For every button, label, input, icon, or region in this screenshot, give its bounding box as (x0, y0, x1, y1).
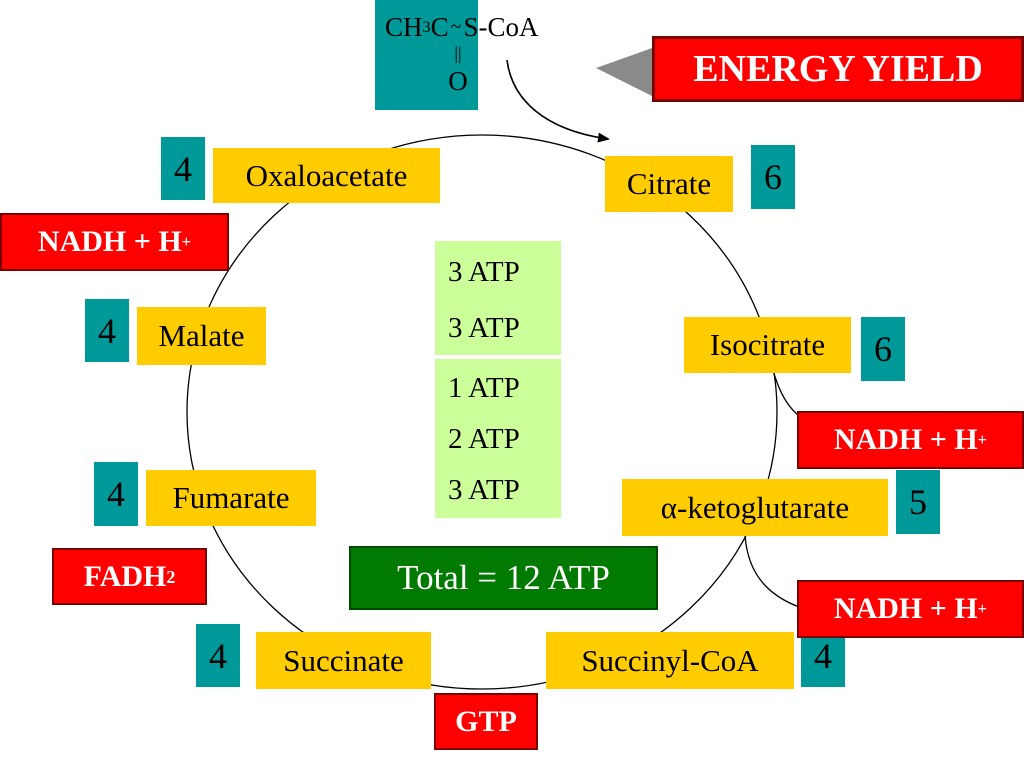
atp-yield-1: 3 ATP (448, 256, 520, 288)
alpha-symbol: α (660, 489, 678, 525)
double-bond: || (454, 42, 462, 63)
thioester-bond: ~ (450, 15, 462, 38)
intermediate-succinyl-coa: Succinyl-CoA (546, 632, 794, 689)
atp-panel-upper (435, 241, 561, 355)
gtp-succinyl-coa: GTP (434, 693, 538, 750)
carbon-count-citrate: 6 (751, 145, 795, 209)
carbon-count-isocitrate: 6 (861, 317, 905, 381)
atp-panel-lower (435, 359, 561, 518)
carbon-count-fumarate: 4 (94, 462, 138, 526)
ketoglutarate-label: -ketoglutarate (677, 489, 850, 525)
atp-yield-5: 3 ATP (448, 474, 520, 506)
energy-yield-shadow (596, 48, 652, 96)
oxygen-label: O (448, 65, 468, 96)
intermediate-fumarate: Fumarate (146, 470, 316, 526)
intermediate-citrate: Citrate (605, 156, 733, 212)
energy-yield-title: ENERGY YIELD (652, 36, 1024, 102)
atp-yield-3: 1 ATP (448, 372, 520, 404)
formula-ch: CH (385, 11, 423, 42)
acetyl-coa-entry-arrow (506, 59, 610, 143)
intermediate-succinate: Succinate (256, 632, 431, 689)
carbon-count-oxaloacetate: 4 (161, 137, 205, 200)
nadh-isocitrate: NADH + H+ (797, 411, 1024, 469)
intermediate-alpha-ketoglutarate: α-ketoglutarate (622, 479, 888, 536)
acetyl-coa-box (375, 0, 478, 110)
nadh-oxaloacetate: NADH + H+ (0, 213, 229, 271)
carbon-count-alpha-ketoglutarate: 5 (896, 470, 940, 534)
atp-yield-2: 3 ATP (448, 312, 520, 344)
intermediate-oxaloacetate: Oxaloacetate (213, 148, 440, 203)
cycle-circle (186, 134, 778, 690)
intermediate-isocitrate: Isocitrate (684, 317, 851, 373)
coa-label: S-CoA (463, 11, 539, 42)
formula-c: C (430, 11, 449, 42)
intermediate-malate: Malate (137, 307, 266, 365)
carbon-count-malate: 4 (85, 299, 129, 362)
atp-yield-4: 2 ATP (448, 423, 520, 455)
carbon-count-succinate: 4 (196, 624, 240, 687)
nadh-ketoglutarate: NADH + H+ (797, 580, 1024, 638)
total-atp: Total = 12 ATP (349, 546, 658, 610)
